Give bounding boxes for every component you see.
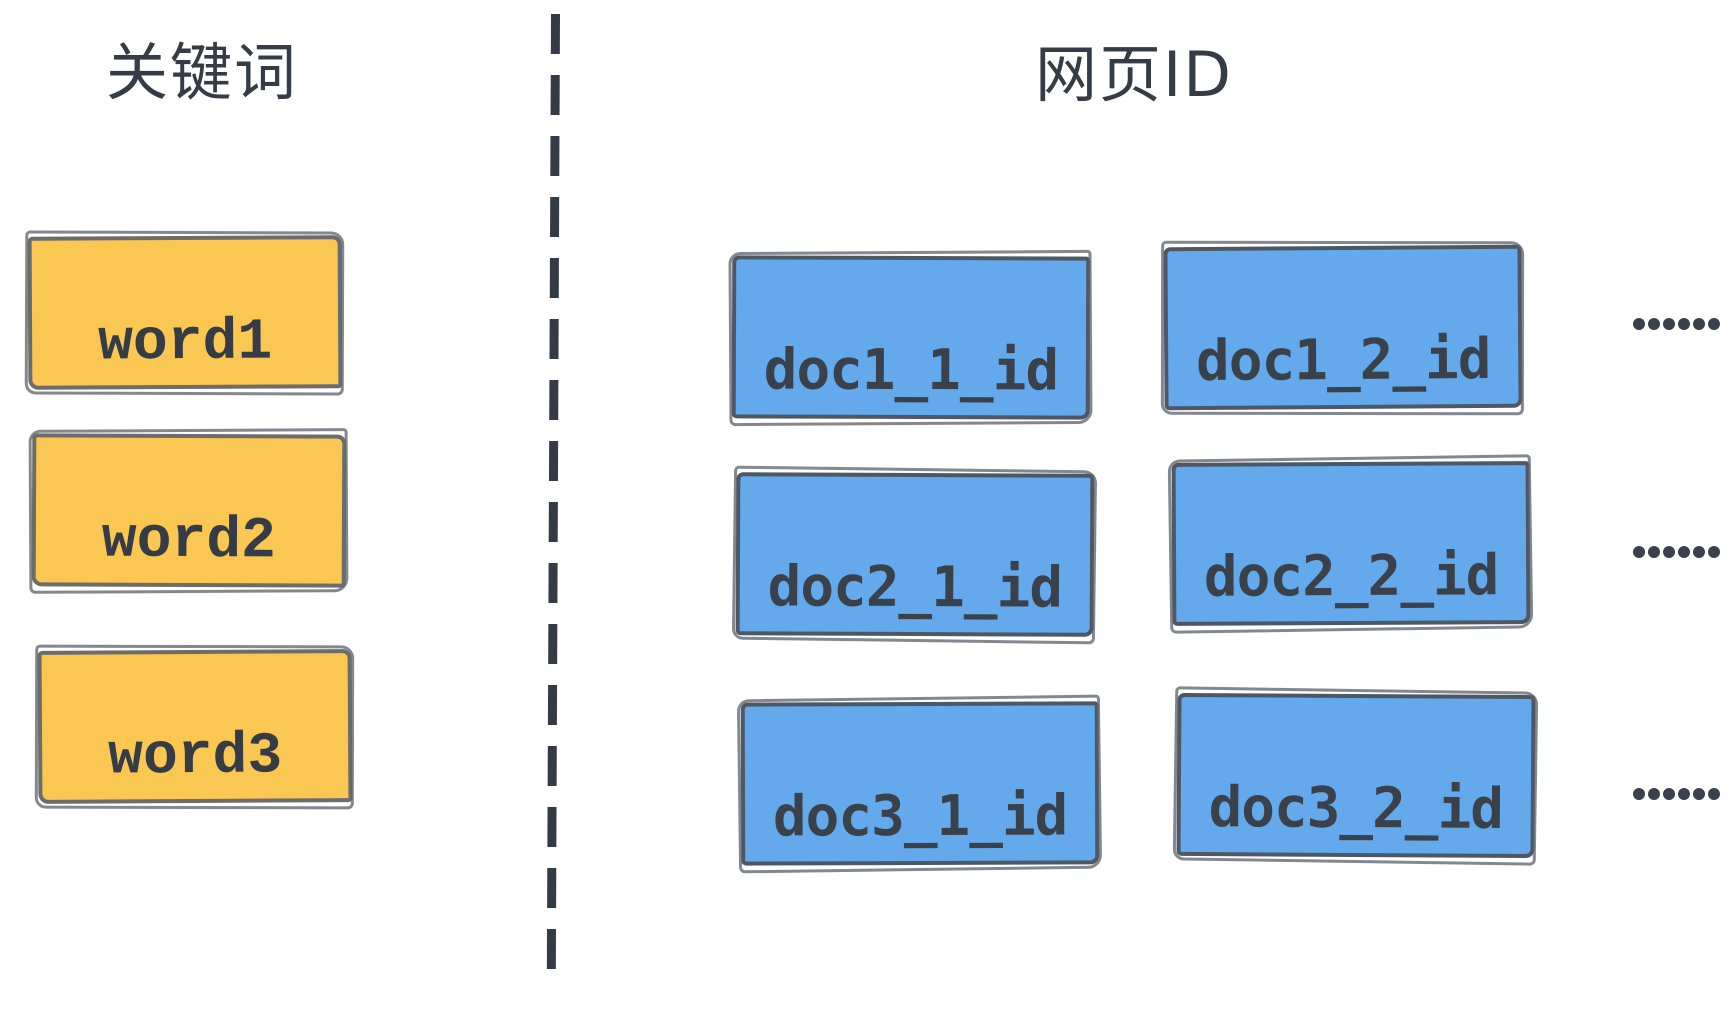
dot	[1663, 318, 1675, 330]
page-id-column-title: 网页ID	[1035, 38, 1234, 111]
doc-id-box: doc3_2_id	[1176, 692, 1536, 859]
dot	[1693, 318, 1705, 330]
dot	[1633, 788, 1645, 800]
dot	[1693, 788, 1705, 800]
dot	[1678, 546, 1690, 558]
doc-id-label: doc2_1_id	[767, 554, 1063, 621]
dot	[1708, 546, 1720, 558]
doc-id-box: doc1_1_id	[731, 255, 1091, 420]
dot	[1633, 318, 1645, 330]
keyword-box: word1	[27, 235, 343, 390]
dot	[1678, 318, 1690, 330]
dot	[1663, 546, 1675, 558]
doc-id-box: doc1_2_id	[1163, 244, 1523, 411]
dashed-divider	[546, 13, 560, 990]
keyword-label: word2	[101, 508, 277, 575]
dot	[1708, 318, 1720, 330]
keyword-label: word3	[107, 724, 283, 791]
dot	[1678, 788, 1690, 800]
ellipsis-icon: ……	[1633, 318, 1720, 330]
dot	[1663, 788, 1675, 800]
doc-id-label: doc2_2_id	[1203, 543, 1499, 610]
keyword-box: word3	[37, 649, 353, 804]
doc-id-box: doc2_1_id	[735, 472, 1095, 637]
doc-id-label: doc3_1_id	[772, 783, 1068, 850]
dot	[1693, 546, 1705, 558]
doc-id-box: doc2_2_id	[1171, 461, 1531, 626]
ellipsis-icon: ……	[1633, 788, 1720, 800]
dot	[1708, 788, 1720, 800]
doc-id-box: doc3_1_id	[740, 701, 1100, 866]
doc-id-label: doc3_2_id	[1208, 775, 1504, 842]
keywords-column-title: 关键词	[106, 36, 299, 109]
ellipsis-icon: ……	[1633, 546, 1720, 558]
keyword-box: word2	[31, 433, 347, 588]
dot	[1648, 788, 1660, 800]
doc-id-label: doc1_1_id	[763, 337, 1059, 404]
doc-id-label: doc1_2_id	[1195, 326, 1491, 395]
dot	[1633, 546, 1645, 558]
keyword-label: word1	[97, 310, 273, 377]
dot	[1648, 318, 1660, 330]
dot	[1648, 546, 1660, 558]
